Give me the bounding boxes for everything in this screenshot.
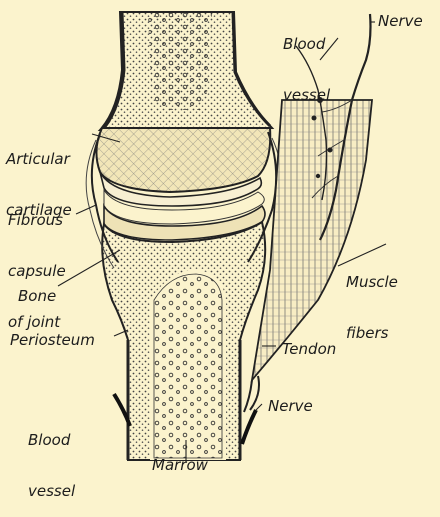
label-nerve-bottom: Nerve xyxy=(268,398,313,415)
label-blood-vessel-bottom: Blood vessel xyxy=(28,398,75,517)
upper-epiphysis xyxy=(96,128,270,192)
label-blood-vessel-top: Blood vessel xyxy=(283,2,330,121)
label-tendon: Tendon xyxy=(282,341,336,358)
nerve-bottom-line xyxy=(242,410,256,444)
label-periosteum: Periosteum xyxy=(10,332,95,349)
label-marrow: Marrow xyxy=(152,457,208,474)
upper-bone xyxy=(100,12,272,130)
tendon xyxy=(244,376,259,412)
label-fibrous-capsule: Fibrous capsule of joint xyxy=(8,178,66,348)
label-muscle-fibers: Muscle fibers xyxy=(346,240,398,359)
label-nerve-top: Nerve xyxy=(378,13,423,30)
label-bone: Bone xyxy=(18,288,56,305)
lower-bone xyxy=(102,222,265,460)
